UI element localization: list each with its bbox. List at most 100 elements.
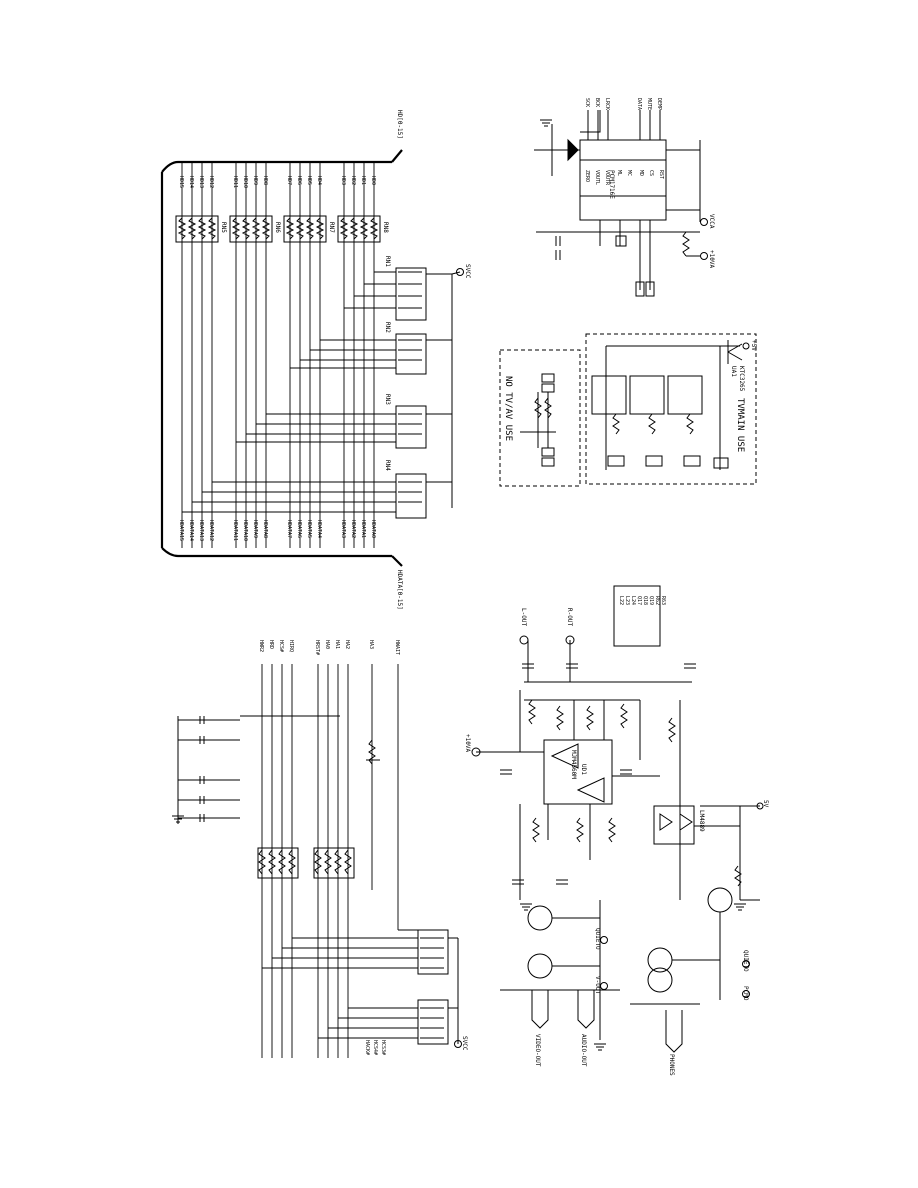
ua1-part-label: KTC3265: [738, 366, 745, 392]
dac-pin-3: DATA: [636, 98, 642, 110]
tvmain-use-box: [585, 333, 757, 485]
dac-pin-b-3: ML: [616, 170, 622, 176]
svcc-terminal: [456, 268, 464, 276]
bus-net-hd-10: HD5: [306, 176, 312, 185]
bus-net-hd-4: HD11: [232, 176, 238, 188]
bus-net-hdata-15: HDATA0: [370, 520, 376, 538]
pullup-packs: [182, 267, 461, 519]
bus-net-hd-7: HD8: [262, 176, 268, 185]
bus-net-hd-8: HD7: [286, 176, 292, 185]
plus10va-terminal: [471, 747, 481, 757]
bus-net-hdata-8: HDATA7: [286, 520, 292, 538]
host-net-7: HA2: [344, 640, 350, 649]
bus-net-hdata-11: HDATA4: [316, 520, 322, 538]
audio-out-label: AUDIO-OUT: [580, 1034, 587, 1067]
transistor-q4: [647, 967, 673, 993]
svcc-label: SVCC: [464, 264, 471, 279]
video-out-label: VIDEO-OUT: [534, 1034, 541, 1067]
vcca-label: VCCA: [708, 214, 715, 229]
bus-net-hdata-6: HDATA9: [252, 520, 258, 538]
l-out-terminal: [519, 635, 529, 645]
svcc-terminal-2: [454, 1040, 462, 1048]
host-net-b-1: HCS4#: [372, 1040, 378, 1055]
rpack-rn8: [337, 215, 381, 243]
opamp-ic-body: [543, 739, 613, 805]
tvmain-use-label: TVMAIN USE: [735, 398, 745, 452]
bus-net-hdata-1: HDATA14: [188, 520, 194, 541]
phones-label: PHONES: [668, 1054, 675, 1076]
v-out-label: V-OUT: [594, 976, 601, 994]
ua1-ref-label: UA1: [730, 366, 737, 377]
dac-pin-b-7: RST: [658, 170, 664, 179]
dac-pin-b-4: MC: [626, 170, 632, 176]
dac-pin-b-0: ZERO: [584, 170, 590, 182]
note-item-5: Q19: [648, 596, 654, 605]
bus-net-hdata-2: HDATA13: [198, 520, 204, 541]
rpack-rn6: [229, 215, 273, 243]
bus-net-hdata-7: HDATA8: [262, 520, 268, 538]
rpack-label-rn6: RN6: [274, 222, 281, 233]
transistor-q5: [707, 887, 733, 913]
host-net-8: HA3: [368, 640, 374, 649]
bus-net-hdata-9: HDATA6: [296, 520, 302, 538]
audio-output-section: [471, 635, 764, 1053]
note-item-0: L22: [618, 596, 624, 605]
dac-section: [534, 110, 708, 297]
note-item-6: R62: [654, 596, 660, 605]
quieto-label: QUIETO: [594, 928, 601, 950]
data-bus-section: [160, 149, 464, 567]
rpack-rn5: [175, 215, 219, 243]
note-item-7: R63: [660, 596, 666, 605]
rpack-label-rn4: RN4: [384, 460, 391, 471]
r-out-label: R-OUT: [566, 608, 573, 626]
dac-pin-2: LRCK: [604, 98, 610, 110]
no-tvav-use-box: [499, 349, 581, 487]
bus-net-hd-9: HD6: [296, 176, 302, 185]
bus-net-hdata-13: HDATA2: [350, 520, 356, 538]
note-item-3: Q17: [636, 596, 642, 605]
bus-net-hdata-12: HDATA3: [340, 520, 346, 538]
dac-pin-5: DEMP: [656, 98, 662, 110]
five-v-label: 5V: [762, 800, 769, 808]
dac-pin-4: MUTE: [646, 98, 652, 110]
plus5v-label: +5V: [750, 340, 757, 351]
dac-ic-body: [579, 139, 667, 221]
bus-net-hd-1: HD14: [188, 176, 194, 188]
power-amp-label: LM4889: [698, 810, 705, 832]
host-net-b-0: HACK#: [364, 1040, 370, 1055]
opamp-ic-label: MJM4560M: [570, 750, 577, 779]
rpack-label-rn1: RN1: [384, 256, 391, 267]
bus-net-hdata-4: HDATA11: [232, 520, 238, 541]
transistor-q2: [527, 953, 553, 979]
opamp-ref-label: UD1: [580, 764, 587, 775]
plus10va-label-2: +10VA: [464, 734, 471, 752]
bus-net-hdata-3: HDATA12: [208, 520, 214, 541]
host-net-5: HA0: [324, 640, 330, 649]
bus-net-hd-14: HD1: [360, 176, 366, 185]
bus-net-hd-3: HD12: [208, 176, 214, 188]
bus-net-hd-12: HD3: [340, 176, 346, 185]
l-out-label: L-OUT: [520, 608, 527, 626]
rpack-label-rn7: RN7: [328, 222, 335, 233]
rpack-label-rn2: RN2: [384, 322, 391, 333]
plus10va-label: +10VA: [708, 250, 715, 268]
host-net-3: HIRQ: [288, 640, 294, 652]
dac-pin-b-2: VOUTR: [604, 170, 610, 186]
dac-pin-1: BCK: [594, 98, 600, 107]
bus-net-hd-15: HD0: [370, 176, 376, 185]
no-tvav-use-label: NO TV/AV USE: [503, 376, 513, 441]
host-interface-section: [177, 664, 462, 1058]
note-box: [613, 585, 661, 647]
rpack-label-rn3: RN3: [384, 394, 391, 405]
dac-pin-b-1: VOUTL: [594, 170, 600, 185]
r-out-terminal: [565, 635, 575, 645]
host-net-b-2: HCS3#: [380, 1040, 386, 1055]
bus-net-hd-13: HD2: [350, 176, 356, 185]
host-net-4: HRST#: [314, 640, 320, 655]
rpack-rn7: [283, 215, 327, 243]
dac-pin-b-5: MD: [638, 170, 644, 176]
